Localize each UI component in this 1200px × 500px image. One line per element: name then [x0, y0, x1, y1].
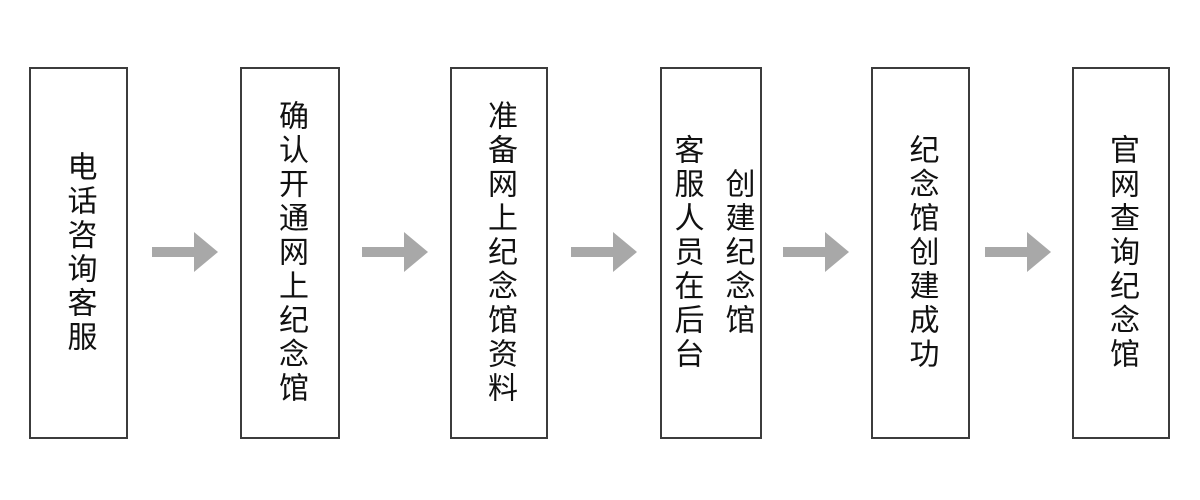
flow-step-3-box: 准备网上纪念馆资料 [450, 67, 548, 439]
flow-step-label: 确认开通网上纪念馆 [274, 100, 307, 406]
flow-arrow-icon-5 [985, 232, 1051, 272]
flow-step-6-box: 官网查询纪念馆 [1072, 67, 1170, 439]
flow-step-label: 官网查询纪念馆 [1105, 134, 1138, 372]
flow-step-label: 电话咨询客服 [62, 151, 96, 355]
flow-step-2-box: 确认开通网上纪念馆 [240, 67, 340, 439]
flow-arrow-icon-1 [152, 232, 218, 272]
flow-step-label-column-1: 客服人员在后台 [669, 134, 703, 372]
flow-step-1-box: 电话咨询客服 [29, 67, 128, 439]
flow-step-5-box: 纪念馆创建成功 [871, 67, 970, 439]
flow-arrow-icon-3 [571, 232, 637, 272]
flow-step-label: 纪念馆创建成功 [904, 134, 938, 372]
flow-step-label-column-2: 创建纪念馆 [720, 168, 754, 338]
flow-arrow-icon-2 [362, 232, 428, 272]
flow-step-label: 准备网上纪念馆资料 [483, 100, 516, 406]
flow-step-4-box: 客服人员在后台 创建纪念馆 [660, 67, 762, 439]
flow-arrow-icon-4 [783, 232, 849, 272]
